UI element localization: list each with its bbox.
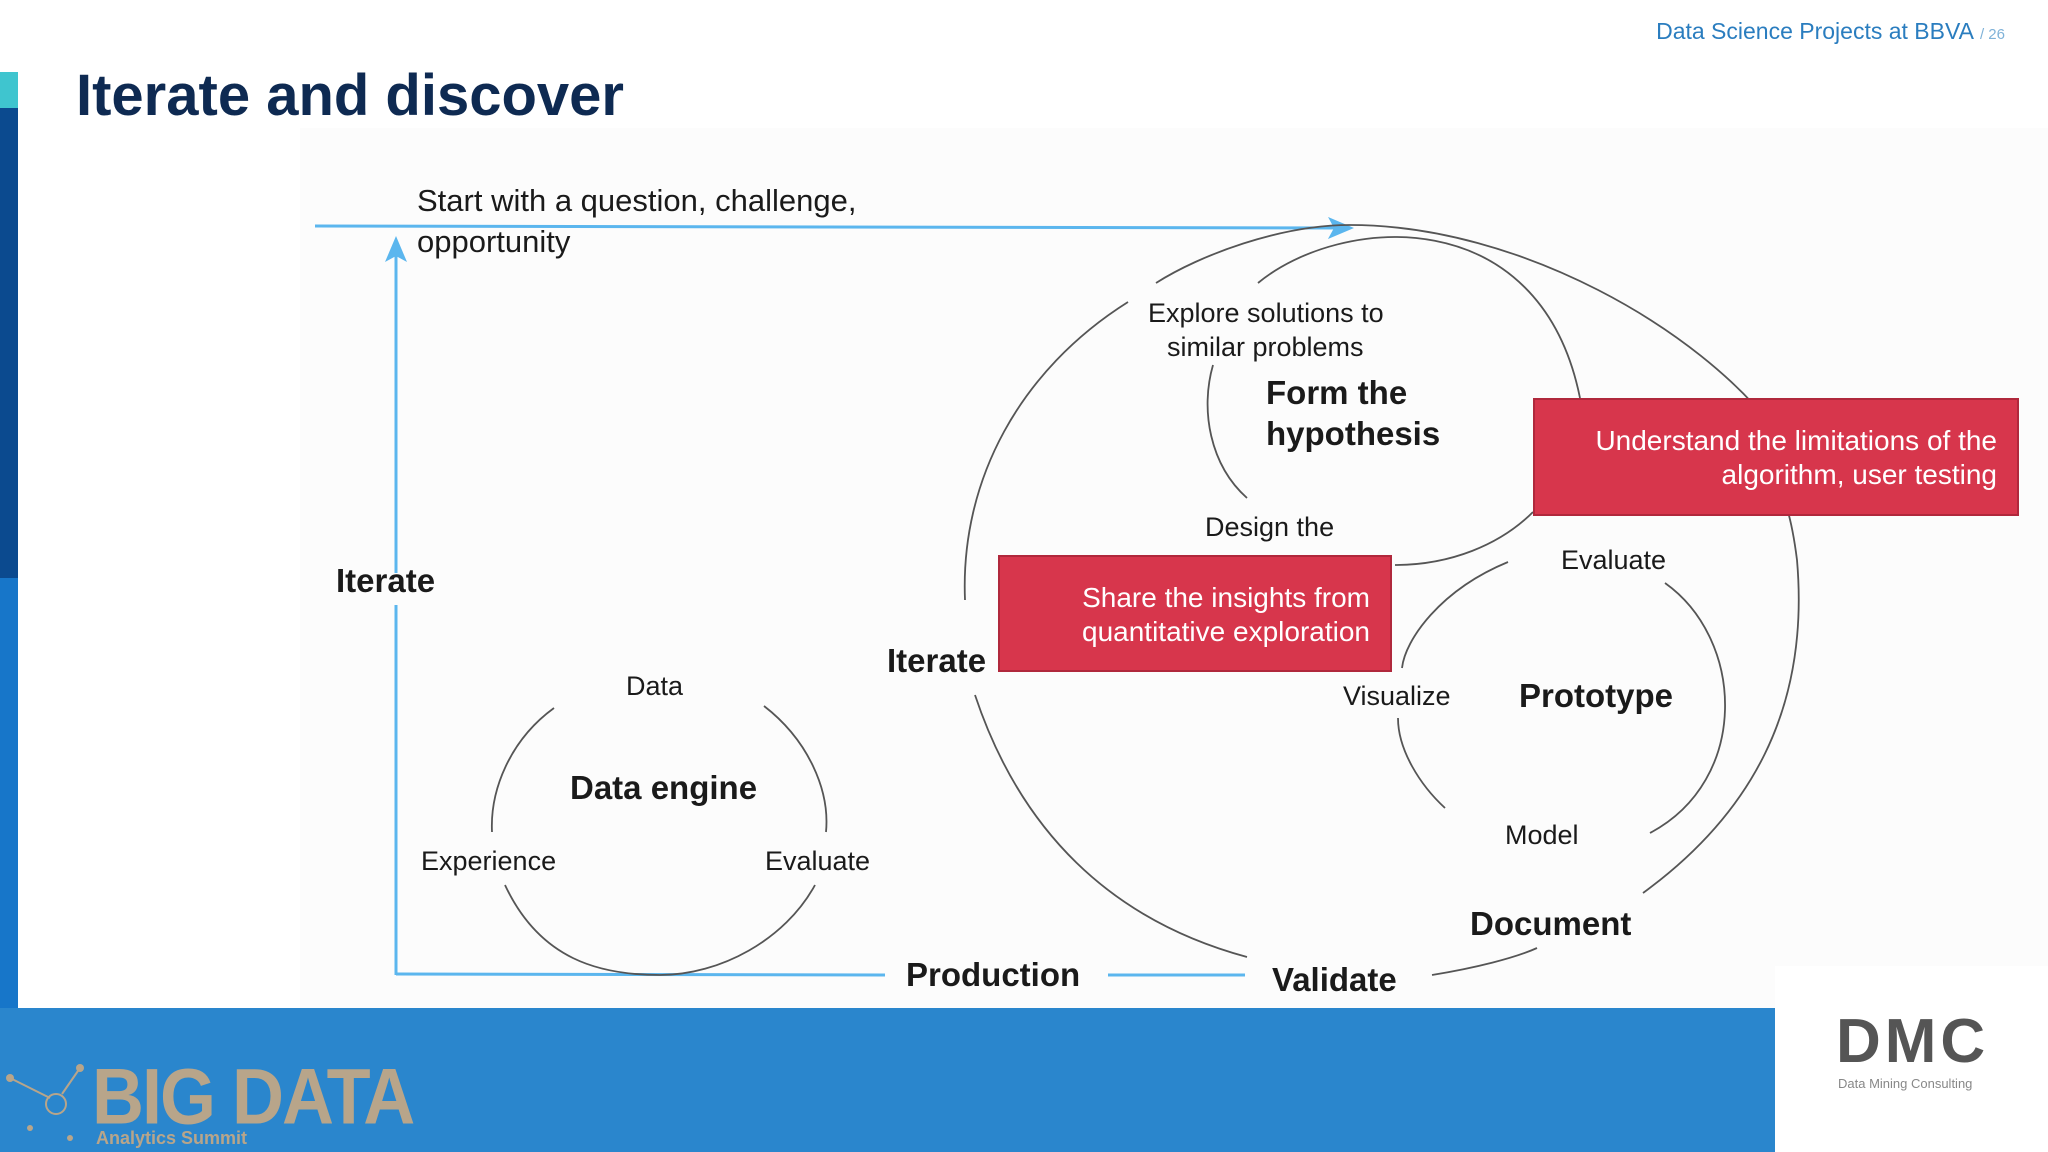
data-engine-bottom-arc — [504, 884, 816, 976]
slide-title: Iterate and discover — [76, 63, 624, 128]
outer-cycle-bottom-left-arc — [974, 694, 1248, 958]
prototype-cycle-right-arc — [1649, 582, 1726, 834]
explore-solutions-line2: similar problems — [1167, 332, 1364, 362]
hypothesis-cycle-left-arc — [1206, 364, 1248, 499]
data-label: Data — [626, 671, 684, 701]
event-logo-subtitle: Analytics Summit — [96, 1128, 248, 1148]
accent-bar-middle — [0, 108, 18, 578]
start-arrow — [314, 216, 1354, 239]
explore-solutions-line1: Explore solutions to — [1148, 298, 1384, 328]
prototype-cycle-left-arc — [1397, 717, 1446, 809]
outer-cycle-top-arc — [1155, 224, 1776, 431]
understand-callout-line1: Understand the limitations of the — [1595, 425, 1997, 456]
start-question-label-line2: opportunity — [417, 224, 571, 259]
presentation-reference: Data Science Projects at BBVA / 26 — [1656, 18, 2005, 45]
sponsor-logo-subtitle: Data Mining Consulting — [1838, 1076, 1973, 1091]
understand-limitations-callout: Understand the limitations of the algori… — [1533, 398, 2019, 516]
presentation-name: Data Science Projects at BBVA — [1656, 18, 1974, 44]
visualize-label: Visualize — [1343, 681, 1451, 711]
understand-callout-line2: algorithm, user testing — [1721, 459, 1997, 490]
outer-cycle-bottom-right-arc — [1431, 947, 1538, 976]
production-label: Production — [906, 956, 1081, 993]
design-label: Design the — [1205, 512, 1335, 542]
hypothesis-cycle-top-arc — [1257, 236, 1581, 399]
page-indicator: / 26 — [1979, 26, 2005, 43]
outer-flow-loop — [314, 216, 1354, 977]
accent-bar-bottom — [0, 578, 18, 1008]
prototype-label: Prototype — [1519, 677, 1674, 714]
document-label: Document — [1470, 905, 1632, 942]
data-engine-right-arc — [763, 705, 828, 833]
sponsor-logo: DMC — [1836, 1007, 1990, 1076]
footer-band — [0, 1008, 1775, 1152]
event-logo: BIG DATA — [92, 1053, 415, 1142]
share-callout-line2: quantitative exploration — [1082, 616, 1370, 647]
iterate-outer-label: Iterate — [336, 562, 436, 599]
iterate-inner-label: Iterate — [887, 642, 987, 679]
outer-cycle-left-arc — [963, 301, 1129, 601]
network-dots-icon — [6, 1064, 84, 1141]
share-insights-callout: Share the insights from quantitative exp… — [998, 555, 1392, 672]
accent-bar-top — [0, 72, 18, 108]
share-callout-line1: Share the insights from — [1082, 582, 1370, 613]
data-engine-evaluate-label: Evaluate — [765, 846, 871, 876]
start-question-label-line1: Start with a question, challenge, — [417, 183, 857, 218]
data-engine-label: Data engine — [570, 769, 758, 806]
data-engine-left-arc — [491, 707, 555, 833]
form-hypothesis-line1: Form the — [1266, 374, 1408, 411]
hypothesis-cycle-right-arc — [1394, 511, 1534, 566]
sponsor-logo-box — [1775, 966, 2048, 1152]
experience-label: Experience — [421, 846, 557, 876]
prototype-cycle-top-arc — [1401, 561, 1509, 669]
form-hypothesis-line2: hypothesis — [1266, 415, 1441, 452]
prototype-evaluate-label: Evaluate — [1561, 545, 1667, 575]
validate-label: Validate — [1272, 961, 1397, 998]
model-label: Model — [1505, 820, 1579, 850]
